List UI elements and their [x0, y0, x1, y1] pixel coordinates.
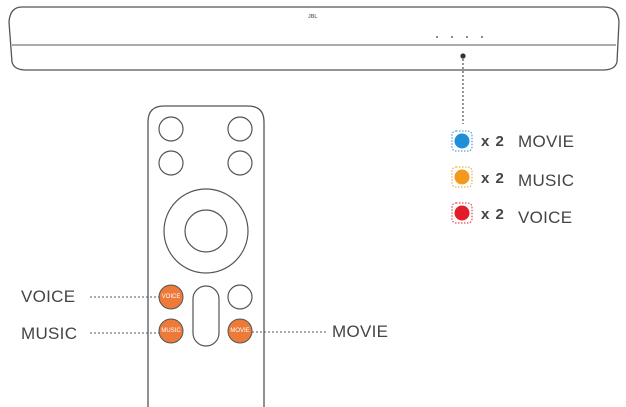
mute-button[interactable]	[227, 284, 253, 310]
indicator-led-2	[451, 36, 453, 38]
music-button[interactable]	[158, 318, 184, 344]
legend-led-music	[451, 166, 473, 188]
music-callout-label: MUSIC	[21, 324, 78, 343]
input-button[interactable]	[158, 150, 184, 176]
voice-callout-label: VOICE	[21, 287, 76, 306]
indicator-led-3	[466, 36, 468, 38]
movie-button[interactable]	[227, 318, 253, 344]
movie-button-label: MOVIE	[230, 328, 250, 334]
bluetooth-button[interactable]	[227, 116, 253, 142]
indicator-led-1	[436, 36, 438, 38]
music-button-label: MUSIC	[161, 328, 181, 334]
legend-mode-voice: VOICE	[518, 208, 573, 227]
center-button[interactable]	[184, 209, 228, 253]
legend-multiplier-voice: x 2	[481, 206, 505, 223]
legend-mode-movie: MOVIE	[518, 132, 575, 151]
legend-mode-music: MUSIC	[518, 171, 575, 190]
indicator-led-4	[481, 36, 483, 38]
power-button[interactable]	[158, 116, 184, 142]
legend-led-movie	[451, 130, 473, 152]
voice-button-label: VOICE	[161, 294, 181, 300]
legend-led-voice	[451, 202, 473, 224]
movie-callout-label: MOVIE	[332, 322, 389, 341]
status-led	[460, 53, 466, 59]
soundbar	[8, 6, 620, 71]
soundbar-logo: JBL	[308, 14, 318, 20]
remote-control	[147, 105, 265, 407]
legend-multiplier-music: x 2	[481, 170, 505, 187]
dimmer-button[interactable]	[227, 150, 253, 176]
volume-rocker[interactable]	[192, 285, 220, 347]
legend-multiplier-movie: x 2	[481, 133, 505, 150]
